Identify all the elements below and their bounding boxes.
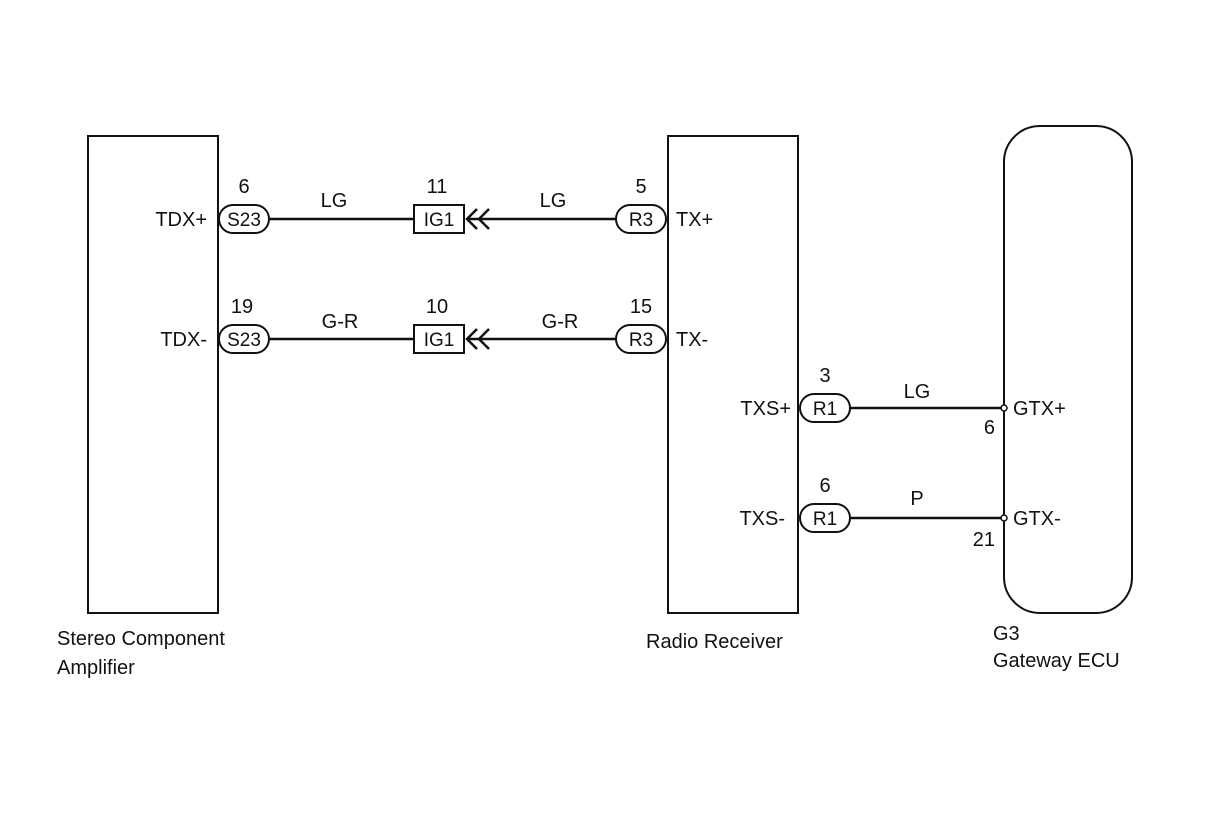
pin-ig1-bottom: 10 (426, 296, 448, 318)
gateway-terminal-dot-top (1000, 404, 1008, 412)
pin-r1-top: 3 (819, 365, 830, 387)
connector-r3-bottom-label: R3 (629, 330, 653, 351)
connector-r3-top-label: R3 (629, 210, 653, 231)
gateway-name-label: Gateway ECU (993, 650, 1120, 672)
junction-ig1-top-label: IG1 (424, 210, 455, 231)
terminal-tdx-plus: TDX+ (155, 209, 207, 231)
wire-color-lg-right-top: LG (540, 190, 567, 212)
connector-s23-top-label: S23 (227, 210, 261, 231)
gateway-code-label: G3 (993, 623, 1020, 645)
amplifier-label-line1: Stereo Component (57, 628, 225, 650)
wire-color-lg-left-top: LG (321, 190, 348, 212)
pin-s23-bottom: 19 (231, 296, 253, 318)
connector-s23-bottom-label: S23 (227, 330, 261, 351)
stereo-amplifier-box (87, 135, 219, 614)
gateway-terminal-dot-bottom (1000, 514, 1008, 522)
terminal-tdx-minus: TDX- (160, 329, 207, 351)
connector-r3-top (615, 204, 667, 234)
radio-receiver-box (667, 135, 799, 614)
wire-color-gr-left: G-R (322, 311, 359, 333)
terminal-txs-minus: TXS- (739, 508, 785, 530)
pin-gateway-bottom: 21 (973, 529, 995, 551)
pin-r1-bottom: 6 (819, 475, 830, 497)
terminal-tx-minus: TX- (676, 329, 708, 351)
pin-ig1-top: 11 (427, 176, 448, 198)
junction-ig1-bottom (413, 324, 465, 354)
wire-color-lg-gateway: LG (904, 381, 931, 403)
gateway-ecu-box (1003, 125, 1133, 614)
connector-r1-top-label: R1 (813, 399, 837, 420)
pin-r3-top: 5 (635, 176, 646, 198)
wire-color-gr-right: G-R (542, 311, 579, 333)
pin-s23-top: 6 (238, 176, 249, 198)
junction-ig1-bottom-label: IG1 (424, 330, 455, 351)
amplifier-label-line2: Amplifier (57, 657, 135, 679)
connector-r1-bottom-label: R1 (813, 509, 837, 530)
connector-r3-bottom (615, 324, 667, 354)
radio-receiver-label: Radio Receiver (646, 631, 783, 653)
terminal-tx-plus: TX+ (676, 209, 713, 231)
junction-ig1-top (413, 204, 465, 234)
terminal-txs-plus: TXS+ (740, 398, 791, 420)
terminal-gtx-minus: GTX- (1013, 508, 1061, 530)
terminal-gtx-plus: GTX+ (1013, 398, 1066, 420)
wire-color-p-gateway: P (910, 488, 923, 510)
pin-r3-bottom: 15 (630, 296, 652, 318)
pin-gateway-top: 6 (984, 417, 995, 439)
